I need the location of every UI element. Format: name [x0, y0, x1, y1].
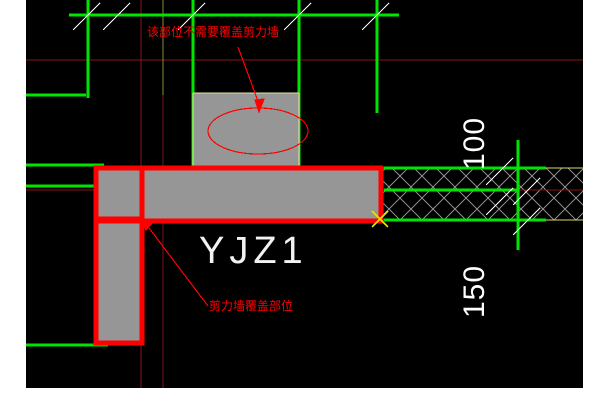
- upper-concrete-block[interactable]: [192, 92, 300, 170]
- member-tag-label: YJZ1: [199, 230, 308, 272]
- axis-tick-marks: [72, 2, 390, 31]
- lshape-column-fill[interactable]: [98, 170, 379, 342]
- annotation-note-bottom: 剪力墙覆盖部位: [209, 299, 294, 313]
- snap-marker-icon: [371, 210, 389, 228]
- axis-grid-right: [384, 140, 546, 250]
- dimension-label-upper: 100: [458, 116, 491, 170]
- annotation-note-top: 该部位不需要覆盖剪力墙: [147, 25, 280, 39]
- drawing-canvas[interactable]: 该部位不需要覆盖剪力墙 剪力墙覆盖部位 YJZ1 100 150: [26, 0, 583, 388]
- text-layer: 该部位不需要覆盖剪力墙 剪力墙覆盖部位 YJZ1 100 150: [26, 0, 583, 388]
- dimension-label-lower: 150: [458, 264, 491, 318]
- drawing-vector-layer: [26, 0, 583, 388]
- axis-tick-marks-right: [485, 157, 541, 236]
- annotation-leaders: [139, 46, 265, 307]
